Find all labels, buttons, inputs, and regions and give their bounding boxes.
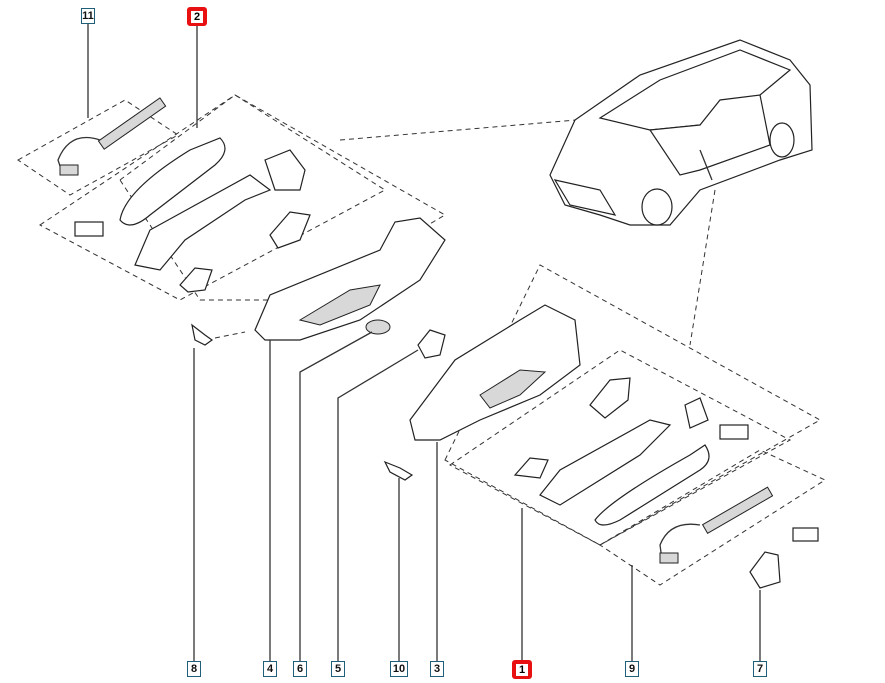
part-seal-right (792, 527, 819, 542)
callout-label-8[interactable]: 8 (187, 661, 201, 677)
part-9-lead-right (659, 486, 774, 564)
callout-label-7[interactable]: 7 (753, 661, 767, 677)
part-5-cap (417, 329, 446, 359)
part-7-cap (749, 551, 781, 589)
dash-link-car-right (689, 189, 716, 346)
leader-lines (87, 24, 761, 661)
group-outline-9 (599, 449, 827, 586)
part-8-screw (191, 323, 214, 346)
part-2-outer-handle-left (119, 137, 311, 293)
callout-label-10[interactable]: 10 (390, 661, 408, 677)
part-10-screw (383, 460, 414, 481)
group-outline-1 (449, 349, 792, 546)
callout-label-2-text: 2 (190, 10, 204, 23)
car-illustration (549, 39, 813, 226)
part-11-antenna-lead (57, 97, 167, 176)
callout-label-1-text: 1 (515, 663, 529, 676)
dash-link-car-left (339, 117, 601, 141)
callout-label-3[interactable]: 3 (430, 661, 444, 677)
callout-label-5[interactable]: 5 (331, 661, 345, 677)
callout-label-9[interactable]: 9 (625, 661, 639, 677)
part-6-gasket (365, 319, 391, 335)
callout-label-4[interactable]: 4 (263, 661, 277, 677)
callout-label-1[interactable]: 1 (512, 660, 532, 679)
part-seal-left (74, 221, 104, 237)
part-4-handle-frame-left (254, 217, 446, 341)
callout-label-11[interactable]: 11 (81, 8, 95, 24)
callout-label-6[interactable]: 6 (293, 661, 307, 677)
callout-label-2[interactable]: 2 (187, 7, 207, 26)
group-outline-2 (39, 94, 386, 301)
part-1-outer-handle-right (513, 377, 749, 526)
part-3-handle-frame-right (409, 304, 581, 441)
group-outline-11 (17, 99, 179, 196)
